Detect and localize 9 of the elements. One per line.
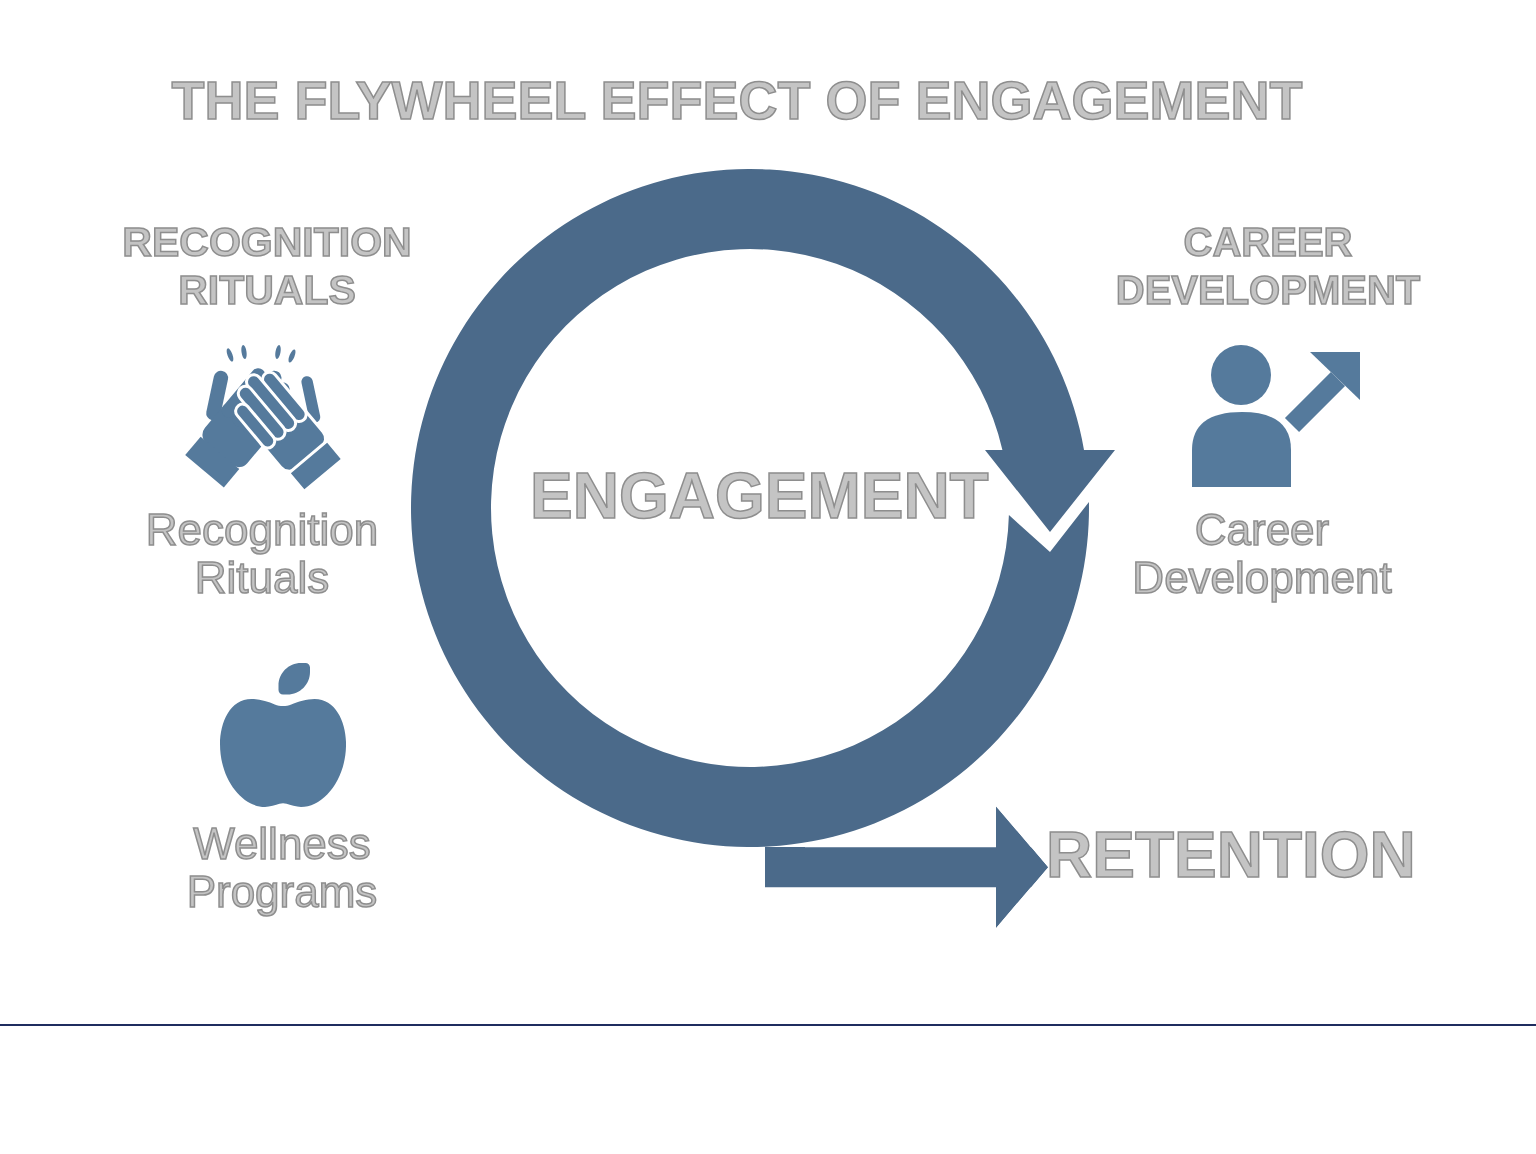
block-arrow <box>765 806 1048 929</box>
section-heading: CAREER DEVELOPMENT <box>1114 219 1422 314</box>
title: THE FLYWHEEL EFFECT OF ENGAGEMENT <box>170 73 1304 127</box>
node-label: ENGAGEMENT <box>530 464 989 528</box>
item-label: Wellness Programs <box>185 820 379 916</box>
item-label: Recognition Rituals <box>144 506 380 602</box>
node-label: RETENTION <box>1046 823 1416 887</box>
section-heading: RECOGNITION RITUALS <box>121 218 413 314</box>
item-label: Career Development <box>1131 506 1393 602</box>
